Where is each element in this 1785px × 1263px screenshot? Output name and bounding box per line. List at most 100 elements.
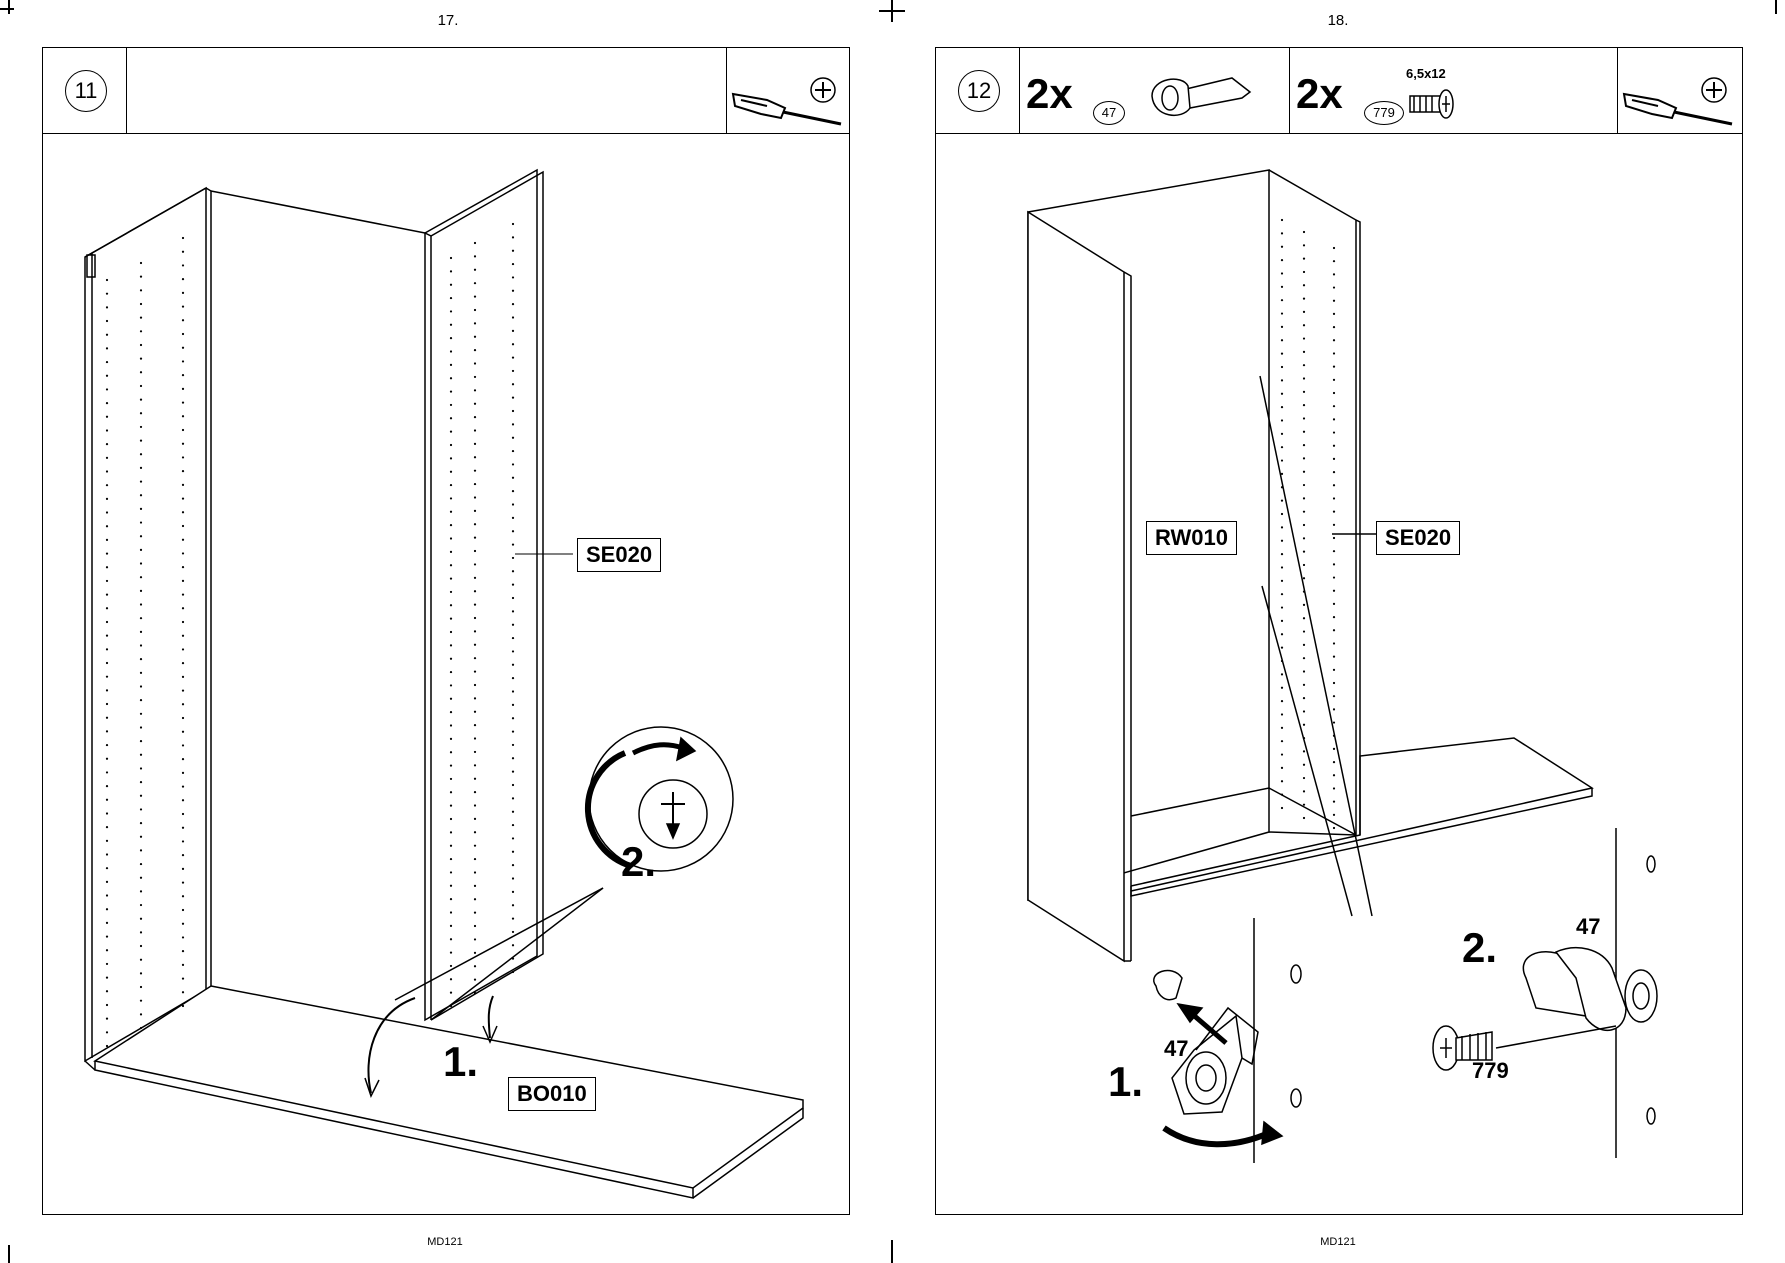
- shelf-pin-hole: [511, 303, 515, 306]
- shelf-pin-hole: [181, 703, 185, 706]
- shelf-pin-hole: [473, 683, 477, 687]
- shelf-pin-hole: [1302, 443, 1306, 447]
- shelf-pin-hole: [511, 650, 515, 653]
- shelf-pin-hole: [449, 577, 453, 580]
- shelf-pin-hole: [181, 332, 185, 336]
- shelf-pin-hole: [511, 917, 515, 920]
- shelf-pin-hole: [473, 724, 477, 727]
- shelf-pin-hole: [139, 999, 143, 1002]
- shelf-pin-hole: [105, 360, 109, 364]
- shelf-pin-hole: [511, 222, 515, 226]
- shelf-pin-hole: [1280, 218, 1284, 222]
- shelf-pin-hole: [1280, 806, 1284, 810]
- shelf-pin-hole: [139, 1026, 143, 1030]
- shelf-pin-hole: [105, 1044, 109, 1048]
- shelf-pin-hole: [181, 1004, 185, 1008]
- shelf-pin-hole: [181, 483, 185, 486]
- shelf-pin-hole: [449, 777, 453, 781]
- step-number-cell: 11: [43, 48, 127, 133]
- shelf-pin-hole: [139, 453, 143, 456]
- shelf-pin-hole: [1280, 352, 1284, 355]
- shelf-pin-hole: [105, 716, 109, 719]
- shelf-pin-hole: [105, 812, 109, 815]
- shelf-pin-hole: [139, 985, 143, 989]
- shelf-pin-hole: [1302, 257, 1306, 260]
- shelf-pin-hole: [105, 607, 109, 610]
- shelf-pin-hole: [105, 374, 109, 377]
- shelf-pin-hole: [449, 684, 453, 687]
- shelf-pin-hole: [511, 476, 515, 479]
- shelf-pin-hole: [139, 944, 143, 948]
- shelf-pin-hole: [1332, 536, 1336, 540]
- shelf-pin-hole: [449, 296, 453, 300]
- shelf-pin-hole: [1332, 787, 1336, 790]
- shelf-pin-hole: [139, 794, 143, 797]
- shelf-pin-hole: [139, 466, 143, 470]
- shelf-pin-hole: [1332, 325, 1336, 329]
- shelf-pin-hole: [105, 921, 109, 924]
- shelf-pin-hole: [473, 616, 477, 620]
- shelf-pin-hole: [105, 566, 109, 569]
- shelf-pin-hole: [449, 377, 453, 380]
- shelf-pin-hole: [105, 497, 109, 500]
- shelf-pin-hole: [181, 579, 185, 582]
- shelf-pin-hole: [181, 662, 185, 665]
- shelf-pin-hole: [511, 556, 515, 560]
- shelf-pin-hole: [181, 881, 185, 884]
- shelf-pin-hole: [449, 337, 453, 340]
- shelf-pin-hole: [1280, 432, 1284, 435]
- shelf-pin-hole: [1302, 697, 1306, 700]
- shelf-pin-hole: [473, 643, 477, 646]
- shelf-pin-hole: [449, 430, 453, 433]
- shelf-pin-hole: [105, 538, 109, 541]
- shelf-pin-hole: [139, 494, 143, 497]
- shelf-pin-hole: [473, 442, 477, 445]
- shelf-pin-hole: [1302, 617, 1306, 620]
- shelf-pin-hole: [139, 548, 143, 551]
- shelf-pin-hole: [473, 469, 477, 472]
- part-label-se020: SE020: [577, 538, 662, 572]
- shelf-pin-hole: [105, 661, 109, 665]
- shelf-pin-hole: [473, 710, 477, 713]
- shelf-pin-hole: [1332, 813, 1336, 816]
- part-number-callout: 47: [1164, 1036, 1189, 1061]
- shelf-pin-hole: [449, 363, 453, 366]
- shelf-pin-hole: [105, 443, 109, 446]
- shelf-pin-hole: [1332, 695, 1336, 698]
- shelf-pin-hole: [511, 262, 515, 266]
- shelf-pin-hole: [1332, 800, 1336, 803]
- shelf-pin-hole: [511, 463, 515, 466]
- shelf-pin-hole: [1280, 512, 1284, 516]
- shelf-pin-hole: [181, 607, 185, 610]
- shelf-pin-hole: [473, 871, 477, 874]
- shelf-pin-hole: [473, 523, 477, 526]
- shelf-pin-hole: [1302, 816, 1306, 820]
- shelf-pin-hole: [181, 374, 185, 377]
- shelf-pin-hole: [1332, 457, 1336, 461]
- shelf-pin-hole: [139, 384, 143, 388]
- shelf-pin-hole: [105, 484, 109, 487]
- shelf-pin-hole: [105, 634, 109, 637]
- shelf-pin-hole: [139, 958, 143, 961]
- shelf-pin-hole: [181, 895, 185, 898]
- shelf-pin-hole: [473, 817, 477, 820]
- shelf-pin-hole: [1280, 726, 1284, 729]
- shelf-pin-hole: [1302, 643, 1306, 646]
- shelf-pin-hole: [511, 944, 515, 947]
- crop-mark: [1775, 0, 1777, 14]
- shelf-pin-hole: [449, 697, 453, 700]
- shelf-pin-hole: [473, 416, 477, 419]
- shelf-pin-hole: [511, 823, 515, 827]
- shelf-pin-hole: [1332, 774, 1336, 777]
- shelf-pin-hole: [449, 457, 453, 460]
- shelf-pin-hole: [1332, 391, 1336, 395]
- shelf-pin-hole: [139, 357, 143, 360]
- shelf-pin-hole: [449, 844, 453, 847]
- shelf-pin-hole: [1302, 790, 1306, 793]
- shelf-pin-hole: [105, 579, 109, 583]
- shelf-pin-hole: [1280, 566, 1284, 569]
- screwdriver-icon: [731, 77, 842, 126]
- shelf-pin-hole: [473, 697, 477, 700]
- shelf-pin-hole: [181, 552, 185, 555]
- shelf-pin-hole: [1280, 379, 1284, 382]
